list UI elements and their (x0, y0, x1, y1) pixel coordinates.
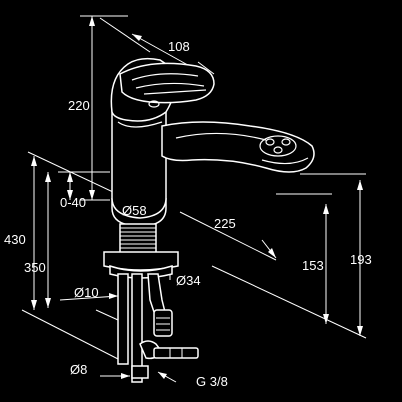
spout-details (175, 132, 309, 165)
dim-8-label: Ø8 (70, 362, 87, 377)
dim-34-label: Ø34 (176, 273, 201, 288)
handle-details (117, 73, 207, 128)
supply-hoses (117, 273, 199, 383)
dim-225-label: 225 (214, 216, 236, 231)
faucet-body (103, 57, 315, 279)
dim-58-label: Ø58 (122, 203, 147, 218)
dim-430-label: 430 (4, 232, 26, 247)
shank-thread (120, 227, 156, 249)
dim-10-label: Ø10 (74, 285, 99, 300)
dim-220-label: 220 (68, 98, 90, 113)
dim-193-label: 193 (350, 252, 372, 267)
dim-350-label: 350 (24, 260, 46, 275)
connector-details (156, 317, 183, 358)
dimension-lines (21, 15, 367, 383)
dim-153-label: 153 (302, 258, 324, 273)
dim-0-40-label: 0-40 (60, 195, 86, 210)
thread-g38-label: G 3/8 (196, 374, 228, 389)
dim-108-label: 108 (168, 39, 190, 54)
